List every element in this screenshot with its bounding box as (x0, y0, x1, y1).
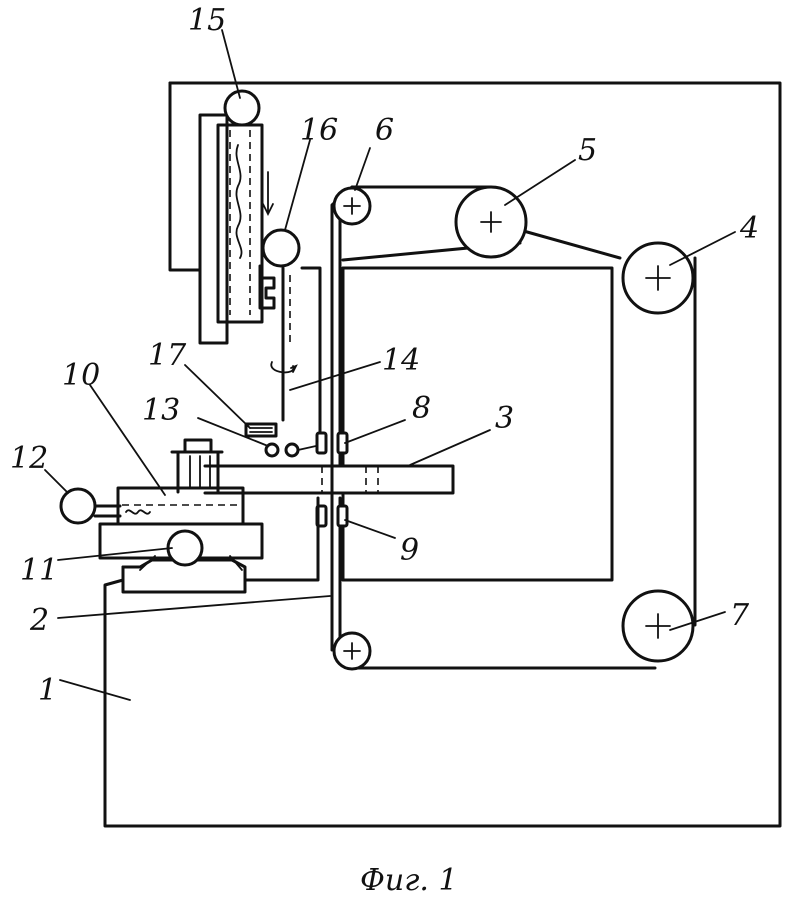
label-3: 3 (495, 401, 514, 436)
leader-2 (57, 595, 331, 619)
figure-caption: Фиг. 1 (360, 863, 458, 898)
spindle-housing (300, 266, 322, 442)
leader-7 (669, 611, 726, 631)
motor-16 (261, 228, 301, 268)
motor-12 (59, 487, 122, 525)
inner-window (341, 266, 614, 582)
leader-3 (409, 429, 491, 466)
leader-12 (44, 469, 69, 494)
leader-17 (184, 364, 251, 429)
label-10: 10 (62, 358, 100, 393)
label-11: 11 (20, 553, 58, 588)
roller-link (297, 445, 317, 451)
tool-17-hatch (249, 427, 273, 433)
upper-column-outer (198, 113, 229, 345)
pulley-7 (621, 589, 695, 663)
leader-9 (344, 519, 396, 539)
motor-11 (166, 529, 204, 567)
label-15: 15 (188, 3, 226, 38)
label-9: 9 (400, 533, 419, 568)
label-4: 4 (739, 211, 759, 246)
leader-8 (344, 419, 406, 444)
feed-arrow (262, 171, 274, 217)
leader-6 (354, 147, 371, 191)
leader-14 (289, 361, 381, 391)
roller-13b (284, 442, 300, 458)
label-13: 13 (142, 393, 180, 428)
pulley-5 (454, 185, 528, 259)
label-5: 5 (578, 133, 597, 168)
pulley-lower-left (332, 631, 372, 671)
label-16: 16 (300, 113, 338, 148)
label-7: 7 (730, 598, 750, 633)
slide-base (98, 522, 264, 560)
guide-8-left (315, 431, 328, 455)
label-14: 14 (382, 343, 420, 378)
lead-screw (235, 144, 243, 259)
label-8: 8 (412, 391, 431, 426)
leader-11 (57, 547, 173, 561)
motor-15 (223, 89, 261, 127)
table-3-dashes (321, 466, 379, 493)
label-2: 2 (29, 603, 49, 638)
slider-block (258, 264, 276, 310)
clamp-hatch (189, 455, 211, 489)
label-1: 1 (38, 673, 57, 708)
tool-17 (244, 422, 278, 438)
leader-15 (221, 29, 241, 99)
carriage-10-spring (125, 509, 151, 515)
band-to-pulley-4-top (518, 228, 622, 260)
slide-dovetail-inner (139, 555, 243, 571)
frame-top-left-edge (168, 81, 202, 272)
leader-16 (284, 139, 311, 231)
leader-4 (669, 231, 736, 266)
label-6: 6 (375, 113, 394, 148)
leader-13 (197, 417, 269, 447)
pulley-4 (621, 241, 695, 315)
screw-guide (229, 130, 251, 315)
label-12: 12 (10, 441, 48, 476)
slide-dovetail (121, 558, 247, 594)
spindle-rotation-mark (270, 361, 298, 374)
frame-outline (103, 81, 782, 828)
table-3 (203, 464, 455, 495)
label-17: 17 (148, 338, 187, 373)
slide-to-frame (243, 496, 320, 582)
pulley-6 (332, 186, 372, 226)
guide-9-right (336, 504, 349, 528)
roller-13a (264, 442, 280, 458)
clamp-block (170, 438, 224, 494)
leader-10 (89, 384, 166, 496)
band-loop (330, 185, 697, 670)
leader-5 (504, 159, 576, 206)
leader-1 (59, 679, 131, 701)
